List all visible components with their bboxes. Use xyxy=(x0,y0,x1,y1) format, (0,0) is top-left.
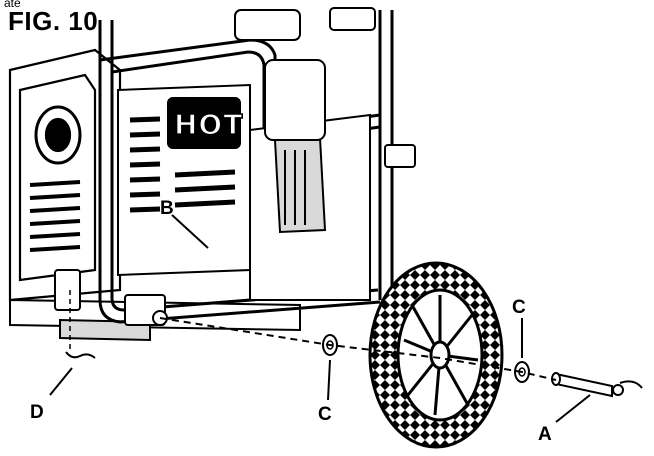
engine-top-components xyxy=(234,7,376,141)
side-panel xyxy=(249,113,371,301)
control-panel xyxy=(117,83,251,277)
callout-c-left: C xyxy=(318,404,332,425)
handle-bracket xyxy=(384,144,416,168)
callout-d: D xyxy=(30,402,44,423)
cropped-text-fragment: ate xyxy=(4,0,21,10)
axle-centerline xyxy=(159,317,557,381)
callout-c-right: C xyxy=(512,297,526,318)
leader-lines xyxy=(49,214,591,423)
callout-a: A xyxy=(538,424,552,445)
figure-title: FIG. 10 xyxy=(8,6,99,36)
panel-vents xyxy=(129,116,236,213)
wheel xyxy=(368,261,504,449)
foot-mount xyxy=(54,269,96,359)
hot-warning-label: HOT xyxy=(174,108,243,141)
engine-cooling-fins xyxy=(29,180,81,252)
axle-pin xyxy=(551,372,643,398)
callout-b: B xyxy=(160,198,174,219)
engine-block xyxy=(8,48,122,302)
axle-mount xyxy=(124,294,168,326)
wheel-hub xyxy=(429,340,451,370)
